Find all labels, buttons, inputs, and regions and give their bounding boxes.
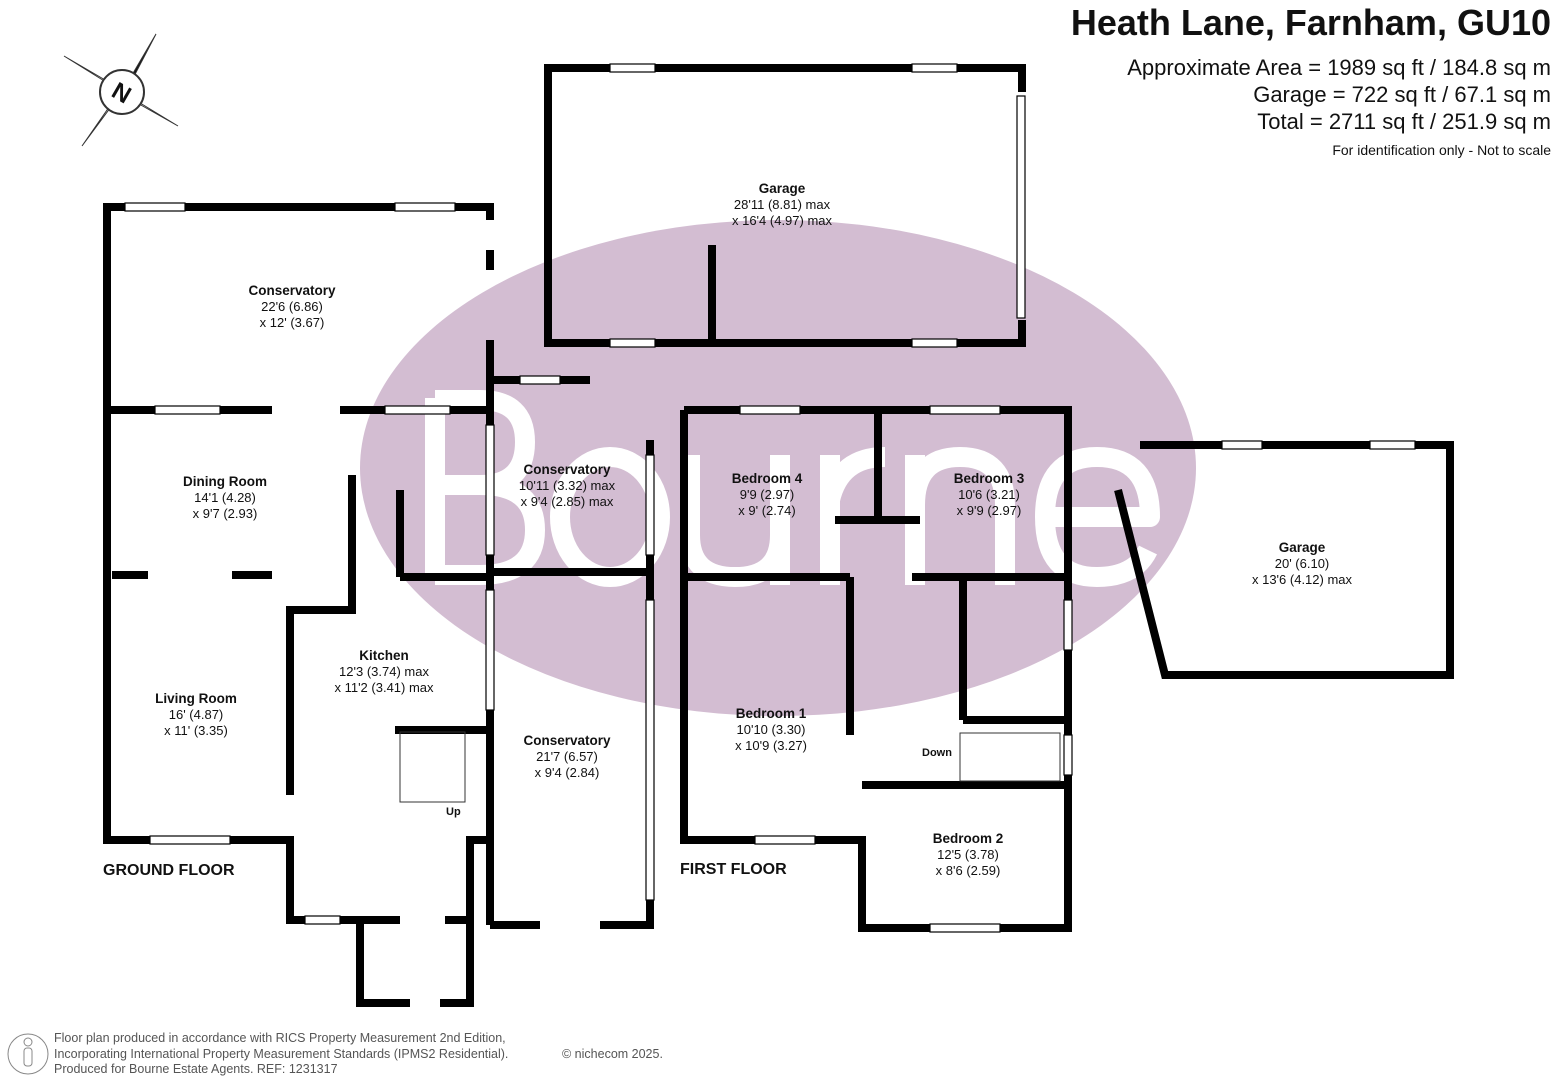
room-name: Living Room xyxy=(155,691,237,706)
room-dimensions: x 9'9 (2.97) xyxy=(956,503,1022,518)
room-name: Garage xyxy=(1278,540,1326,555)
room-dimensions: x 9'4 (2.84) xyxy=(534,765,600,780)
room-dimensions: x 8'6 (2.59) xyxy=(935,863,1001,878)
footer-text: Floor plan produced in accordance with R… xyxy=(54,1031,508,1078)
total-area: Total = 2711 sq ft / 251.9 sq m xyxy=(1257,109,1551,134)
room-dimensions: 28'11 (8.81) max xyxy=(733,197,831,212)
room-dimensions: x 9'7 (2.93) xyxy=(192,506,258,521)
room-dimensions: x 13'6 (4.12) max xyxy=(1251,572,1353,587)
room-name: Conservatory xyxy=(523,462,611,477)
scale-note: For identification only - Not to scale xyxy=(1332,142,1551,158)
stairs-down-label: Down xyxy=(922,747,952,759)
room-dimensions: x 12' (3.67) xyxy=(259,315,325,330)
room-dimensions: 16' (4.87) xyxy=(168,707,224,722)
room-dimensions: 12'5 (3.78) xyxy=(937,847,999,862)
stairs-up-label: Up xyxy=(446,806,461,818)
room-dimensions: x 16'4 (4.97) max xyxy=(731,213,833,228)
room-dimensions: 12'3 (3.74) max xyxy=(339,664,429,679)
room-dimensions: x 10'9 (3.27) xyxy=(735,738,807,753)
room-name: Conservatory xyxy=(248,283,336,298)
room-dimensions: x 9' (2.74) xyxy=(738,503,796,518)
room-dimensions: x 11'2 (3.41) max xyxy=(334,680,434,695)
room-name: Bedroom 3 xyxy=(953,471,1025,486)
windows xyxy=(124,63,1416,933)
garage-area: Garage = 722 sq ft / 67.1 sq m xyxy=(1253,82,1551,107)
room-name: Bedroom 2 xyxy=(932,831,1004,846)
room-dimensions: 20' (6.10) xyxy=(1274,556,1330,571)
room-dimensions: x 9'4 (2.85) max xyxy=(520,494,614,509)
room-dimensions: x 11' (3.35) xyxy=(164,723,228,738)
first-floor-label: FIRST FLOOR xyxy=(680,861,787,878)
room-dimensions: 22'6 (6.86) xyxy=(261,299,323,314)
room-name: Kitchen xyxy=(359,648,409,663)
room-name: Bedroom 1 xyxy=(735,706,807,721)
compass-icon: N xyxy=(63,33,179,147)
room-name: Conservatory xyxy=(523,733,611,748)
room-name: Bedroom 4 xyxy=(731,471,803,486)
room-dimensions: 14'1 (4.28) xyxy=(194,490,256,505)
room-dimensions: 10'6 (3.21) xyxy=(958,487,1020,502)
room-name: Garage xyxy=(758,181,806,196)
footer-line: Incorporating International Property Mea… xyxy=(54,1046,509,1061)
room-dimensions: 9'9 (2.97) xyxy=(739,487,795,502)
property-title: Heath Lane, Farnham, GU10 xyxy=(1070,2,1551,43)
footer-line: Produced for Bourne Estate Agents. REF: … xyxy=(54,1062,338,1076)
room-dimensions: 10'11 (3.32) max xyxy=(518,478,616,493)
approx-area: Approximate Area = 1989 sq ft / 184.8 sq… xyxy=(1127,55,1551,80)
room-name: Dining Room xyxy=(183,474,267,489)
person-icon xyxy=(7,1033,49,1075)
room-dimensions: 10'10 (3.30) xyxy=(736,722,806,737)
ground-floor-label: GROUND FLOOR xyxy=(103,862,235,879)
room-dimensions: 21'7 (6.57) xyxy=(536,749,598,764)
footer-line: Floor plan produced in accordance with R… xyxy=(54,1031,506,1045)
stairs xyxy=(399,731,1061,803)
walls xyxy=(103,64,1454,1007)
copyright: © nichecom 2025. xyxy=(562,1047,663,1061)
